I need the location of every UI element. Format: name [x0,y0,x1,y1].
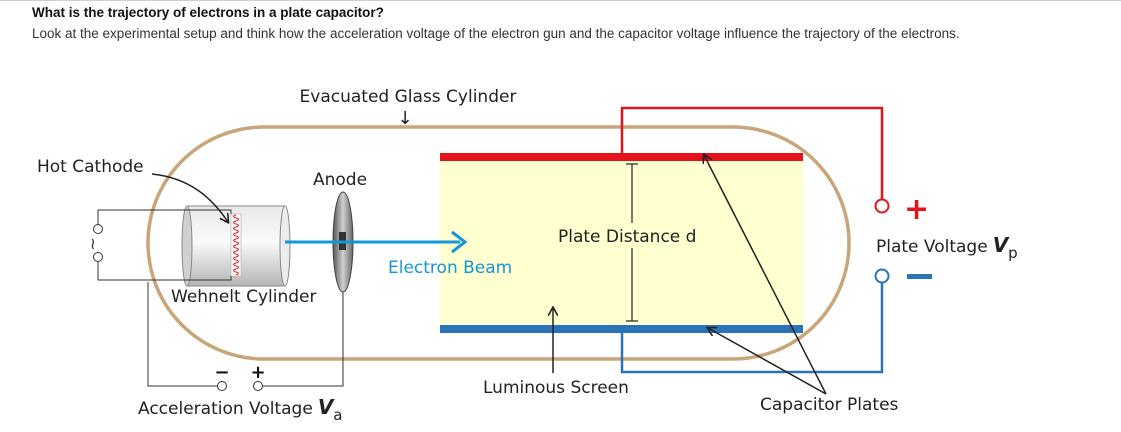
top-divider [0,0,1121,1]
heater-wire-bottom [97,262,232,281]
plate-arrow-top [704,155,827,395]
label-electron-beam: Electron Beam [388,258,512,278]
hot-cathode-arrow [151,173,228,222]
heater-wire-top [97,209,232,224]
negative-wire [620,283,884,374]
heater-terminal-top [93,224,103,234]
wehnelt-front [279,205,291,287]
label-capacitor-plates: Capacitor Plates [760,395,899,415]
filament-coil [233,214,239,276]
question-title: What is the trajectory of electrons in a… [32,5,384,20]
label-plate-distance: Plate Distance d [558,227,696,247]
accel-minus-sign: − [214,362,229,383]
plate-plus-sign: + [904,192,929,227]
plate-minus-sign [907,274,932,279]
plate-arrow-bottom [708,328,827,395]
label-anode: Anode [313,170,367,190]
accel-terminal-minus [217,381,227,391]
ac-symbol: ~ [83,237,102,250]
positive-terminal [874,198,890,214]
accel-terminal-plus [253,381,263,391]
label-luminous-screen: Luminous Screen [483,378,629,398]
label-hot-cathode: Hot Cathode [37,157,144,177]
question-description: Look at the experimental setup and think… [32,26,960,41]
negative-terminal [874,268,890,284]
accel-plus-sign: + [250,362,265,383]
label-evacuated-cylinder: Evacuated Glass Cylinder [300,87,517,107]
evacuated-down-arrow: ↓ [397,108,412,129]
glass-cylinder [146,125,851,361]
accel-wire-left [147,282,218,387]
accel-wire-right [262,292,344,387]
wehnelt-back [181,205,193,287]
positive-wire [620,106,884,199]
luminous-screen [440,157,803,328]
heater-terminal-bottom [93,252,103,262]
capacitor-plate-bottom [440,325,803,333]
beam-arrowhead [451,230,468,254]
capacitor-plate-top [440,153,803,161]
label-wehnelt: Wehnelt Cylinder [171,287,316,307]
